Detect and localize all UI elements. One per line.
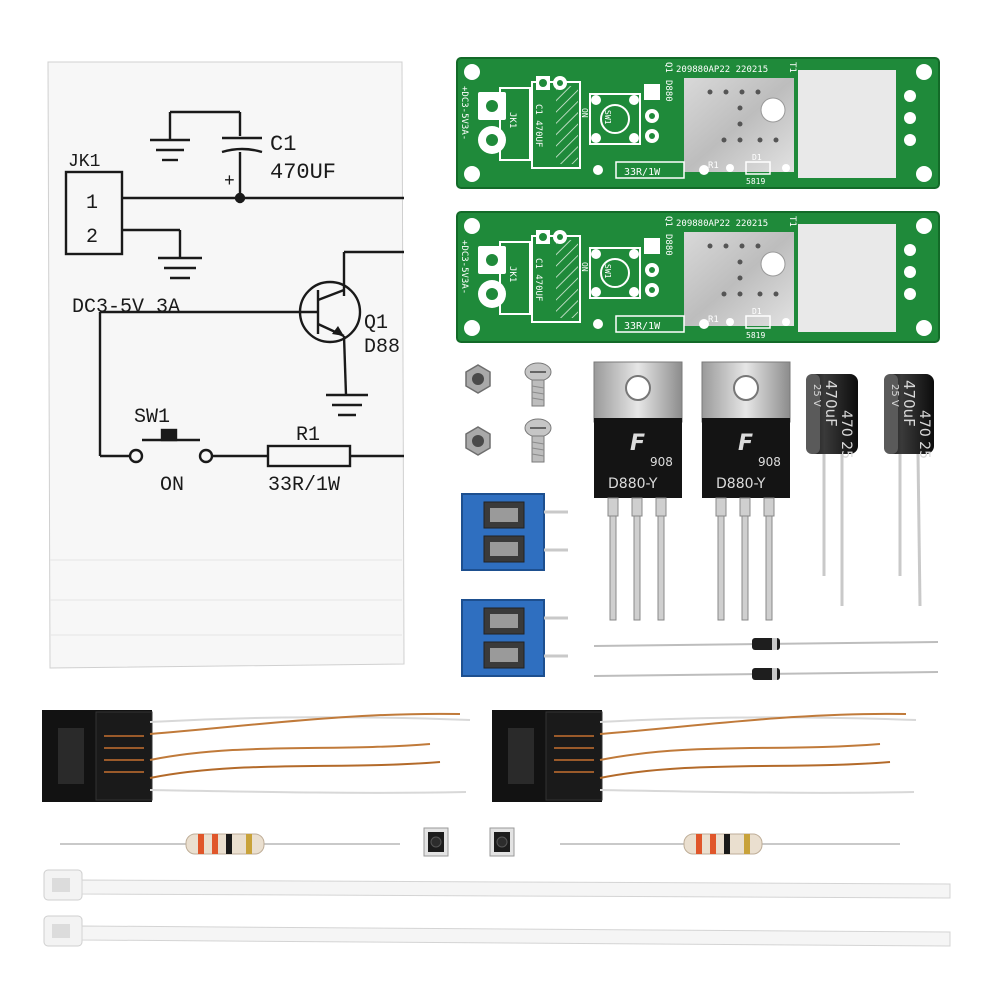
schematic-sheet: C1 470UF + JK1 1 2 DC3-5V 3A Q1 D88 SW1 … <box>47 61 405 669</box>
pcb-board: +DC3-5V3A- JK1 C1 470UF ON SW1 Q1 D880 2… <box>456 57 940 189</box>
transistor-part: D880-Y <box>716 476 766 492</box>
pcb-marking: 209880AP22 220215 <box>676 219 768 229</box>
pcb-d1-part: 5819 <box>746 331 765 340</box>
capacitor-voltage: 25 V <box>889 384 900 407</box>
hex-nut <box>465 364 491 394</box>
pcb-r1-value: 33R/1W <box>624 167 661 178</box>
electrolytic-capacitor: 470uF 25 V 470 25 <box>884 374 934 607</box>
diode <box>593 638 939 650</box>
cable-tie <box>43 915 951 947</box>
pcb-d1-ref: D1 <box>752 153 762 162</box>
pcb-marking: 209880AP22 220215 <box>676 65 768 75</box>
screw <box>524 418 552 463</box>
q1-part: D88 <box>364 336 400 359</box>
capacitor-value: 470uF <box>822 380 840 427</box>
pcb-d1-ref: D1 <box>752 307 762 316</box>
sw1-ref: SW1 <box>134 406 170 429</box>
electrolytic-capacitor: 470uF 25 V 470 25 <box>806 374 858 606</box>
capacitor-value: 470uF <box>900 380 918 427</box>
c1-ref: C1 <box>270 132 296 157</box>
q1-ref: Q1 <box>364 312 388 335</box>
resistor <box>60 833 400 855</box>
pcb-t1-ref: T1 <box>787 62 797 73</box>
sw1-label: ON <box>160 474 184 497</box>
r1-ref: R1 <box>296 424 320 447</box>
pcb-on-label: ON <box>580 108 589 118</box>
ground-icon <box>326 393 368 417</box>
pcb-sw1-ref: SW1 <box>603 264 612 279</box>
transistor-code: 908 <box>650 455 673 469</box>
pcb-q1-part: D880 <box>663 80 673 102</box>
flyback-transformer <box>492 710 917 802</box>
pcb-t1-ref: T1 <box>787 216 797 227</box>
terminal-block <box>461 493 568 571</box>
transistor: F 908 D880-Y <box>593 361 683 621</box>
transistor-logo: F <box>738 431 753 456</box>
screw <box>524 362 552 407</box>
emitter-arrow-icon <box>332 326 344 336</box>
capacitor-side-label: 470 25 <box>838 410 854 459</box>
pcb-input-label: +DC3-5V3A- <box>459 86 469 140</box>
pcb-c1-label: C1 470UF <box>533 258 543 301</box>
ground-icon <box>158 256 202 280</box>
diode <box>593 668 939 680</box>
pcb-c1-label: C1 470UF <box>533 104 543 147</box>
r1-value: 33R/1W <box>268 474 340 497</box>
transistor-logo: F <box>630 431 645 456</box>
pcb-jk1-ref: JK1 <box>507 112 517 128</box>
transistor: F 908 D880-Y <box>701 361 791 621</box>
hex-nut <box>465 426 491 456</box>
pcb-on-label: ON <box>580 262 589 272</box>
pcb-r1-ref: R1 <box>708 161 719 171</box>
pcb-sw1-ref: SW1 <box>603 110 612 125</box>
pcb-input-label: +DC3-5V3A- <box>459 240 469 294</box>
pcb-jk1-ref: JK1 <box>507 266 517 282</box>
transistor-part: D880-Y <box>608 476 658 492</box>
jk1-pin-2: 2 <box>86 226 98 249</box>
capacitor-voltage: 25 V <box>811 384 822 407</box>
flyback-transformer <box>42 710 471 802</box>
capacitor-side-label: 470 25 <box>916 410 932 459</box>
c1-value: 470UF <box>270 160 336 185</box>
ground-icon <box>150 138 190 162</box>
c1-polarity: + <box>224 172 235 192</box>
pcb-r1-value: 33R/1W <box>624 321 661 332</box>
pcb-board: +DC3-5V3A- JK1 C1 470UF ON SW1 Q1 D880 2… <box>456 211 940 343</box>
tactile-switch <box>489 827 515 857</box>
jk1-ref: JK1 <box>68 152 100 172</box>
jk1-pin-1: 1 <box>86 192 98 215</box>
transistor-code: 908 <box>758 455 781 469</box>
cable-tie <box>43 869 951 901</box>
pcb-q1-ref: Q1 <box>663 216 673 227</box>
pcb-q1-part: D880 <box>663 234 673 256</box>
tactile-switch <box>423 827 449 857</box>
schematic-wiring <box>64 110 404 468</box>
terminal-block <box>461 599 568 677</box>
pcb-d1-part: 5819 <box>746 177 765 186</box>
pcb-r1-ref: R1 <box>708 315 719 325</box>
resistor <box>560 833 900 855</box>
supply-spec: DC3-5V 3A <box>72 296 180 319</box>
pcb-q1-ref: Q1 <box>663 62 673 73</box>
